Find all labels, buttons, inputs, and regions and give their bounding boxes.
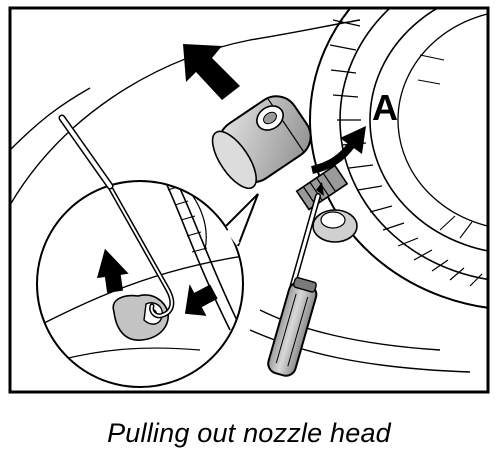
rotation-arrow-icon (311, 126, 366, 174)
pull-up-arrow-icon (96, 248, 129, 293)
insert-direction-arrow-icon (184, 284, 218, 316)
screwdriver (267, 182, 324, 377)
drum-assembly (309, 8, 488, 309)
figure-caption: Pulling out nozzle head (107, 418, 391, 448)
technical-illustration (8, 6, 490, 394)
nozzle-head (211, 95, 358, 243)
hook-tool-shaft (58, 114, 114, 190)
pull-out-arrow-icon (183, 44, 240, 100)
